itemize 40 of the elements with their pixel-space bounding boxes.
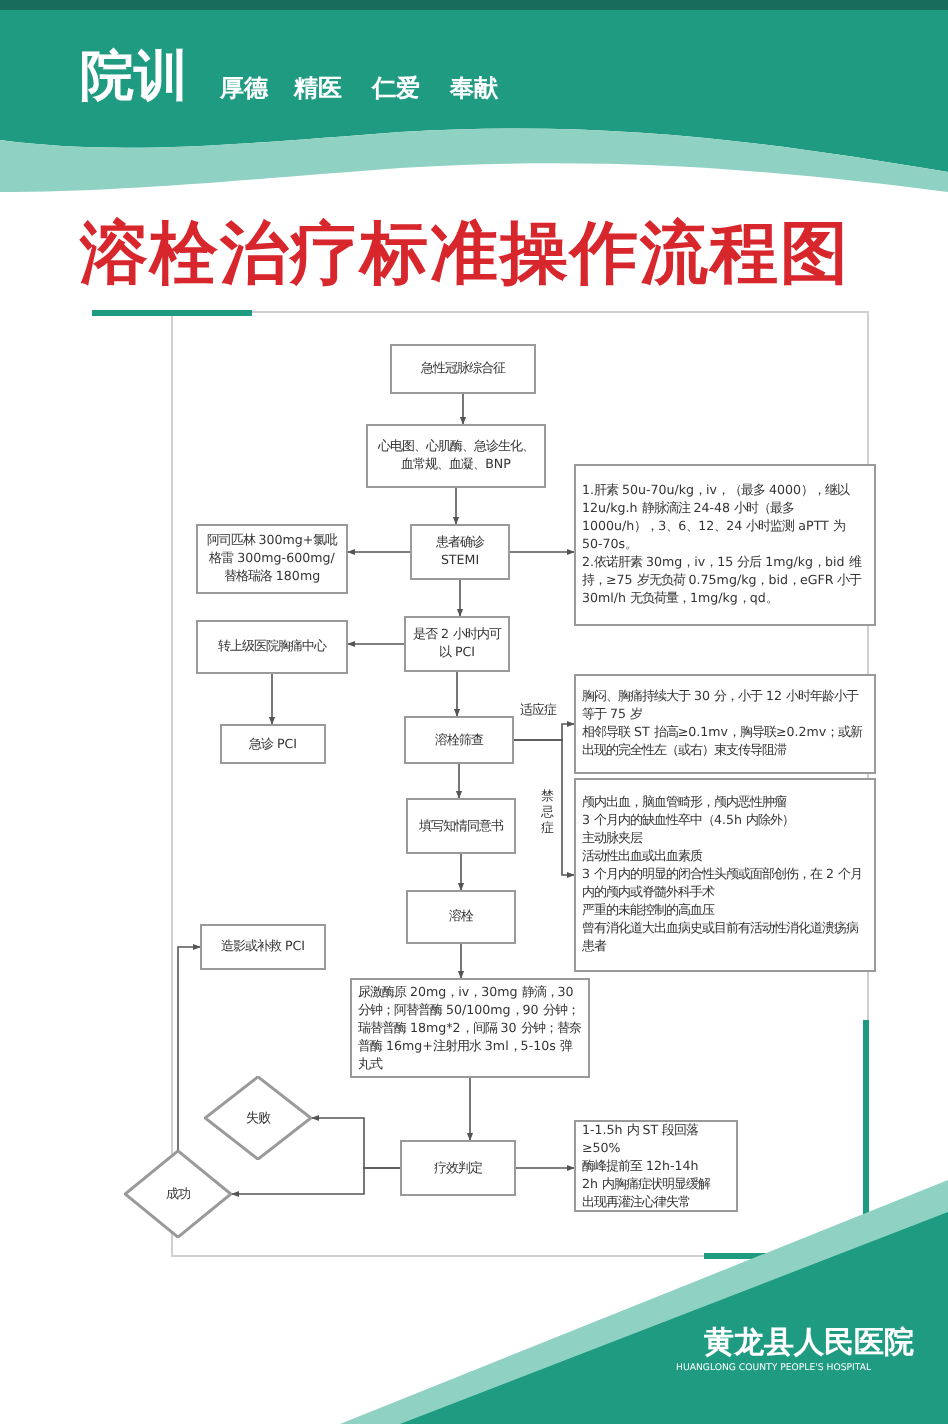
arrow: [455, 763, 463, 799]
process-box: [410, 524, 510, 580]
arrow: [177, 943, 201, 1151]
hospital-name: 黄龙县人民医院: [704, 1324, 914, 1362]
arrow: [268, 673, 276, 725]
process-box: [200, 924, 326, 970]
arrow: [453, 671, 461, 717]
arrow: [452, 487, 460, 525]
process-box: [574, 778, 876, 972]
arrow: [457, 853, 465, 891]
arrow: [459, 393, 467, 425]
arrow: [509, 548, 575, 556]
arrow: [456, 579, 464, 617]
page-title: 溶栓治疗标准操作流程图: [80, 212, 850, 298]
motto-word: 仁爱: [372, 72, 420, 106]
decision-diamond: [124, 1150, 232, 1238]
arrow: [515, 1164, 575, 1172]
motto-word: 精医: [294, 72, 342, 106]
process-box: [366, 424, 546, 488]
process-box: [400, 1140, 516, 1196]
decision-diamond: [204, 1076, 312, 1160]
process-box: [404, 716, 514, 764]
process-box: [196, 620, 348, 674]
motto-word: 厚德: [220, 72, 268, 106]
arrow: [231, 1167, 401, 1198]
arrow: [513, 739, 575, 879]
motto-word: 奉献: [450, 72, 498, 106]
process-box: [574, 674, 876, 774]
process-box: [406, 890, 516, 944]
process-box: [404, 616, 510, 672]
process-box: [390, 344, 536, 394]
arrow: [466, 1077, 474, 1141]
process-box: [406, 798, 516, 854]
process-box: [220, 724, 326, 764]
arrow: [347, 548, 411, 556]
process-box: [574, 1120, 738, 1212]
process-box: [574, 464, 876, 626]
arrow: [457, 943, 465, 979]
motto-heading: 院训: [80, 44, 188, 112]
arrow: [347, 640, 405, 648]
